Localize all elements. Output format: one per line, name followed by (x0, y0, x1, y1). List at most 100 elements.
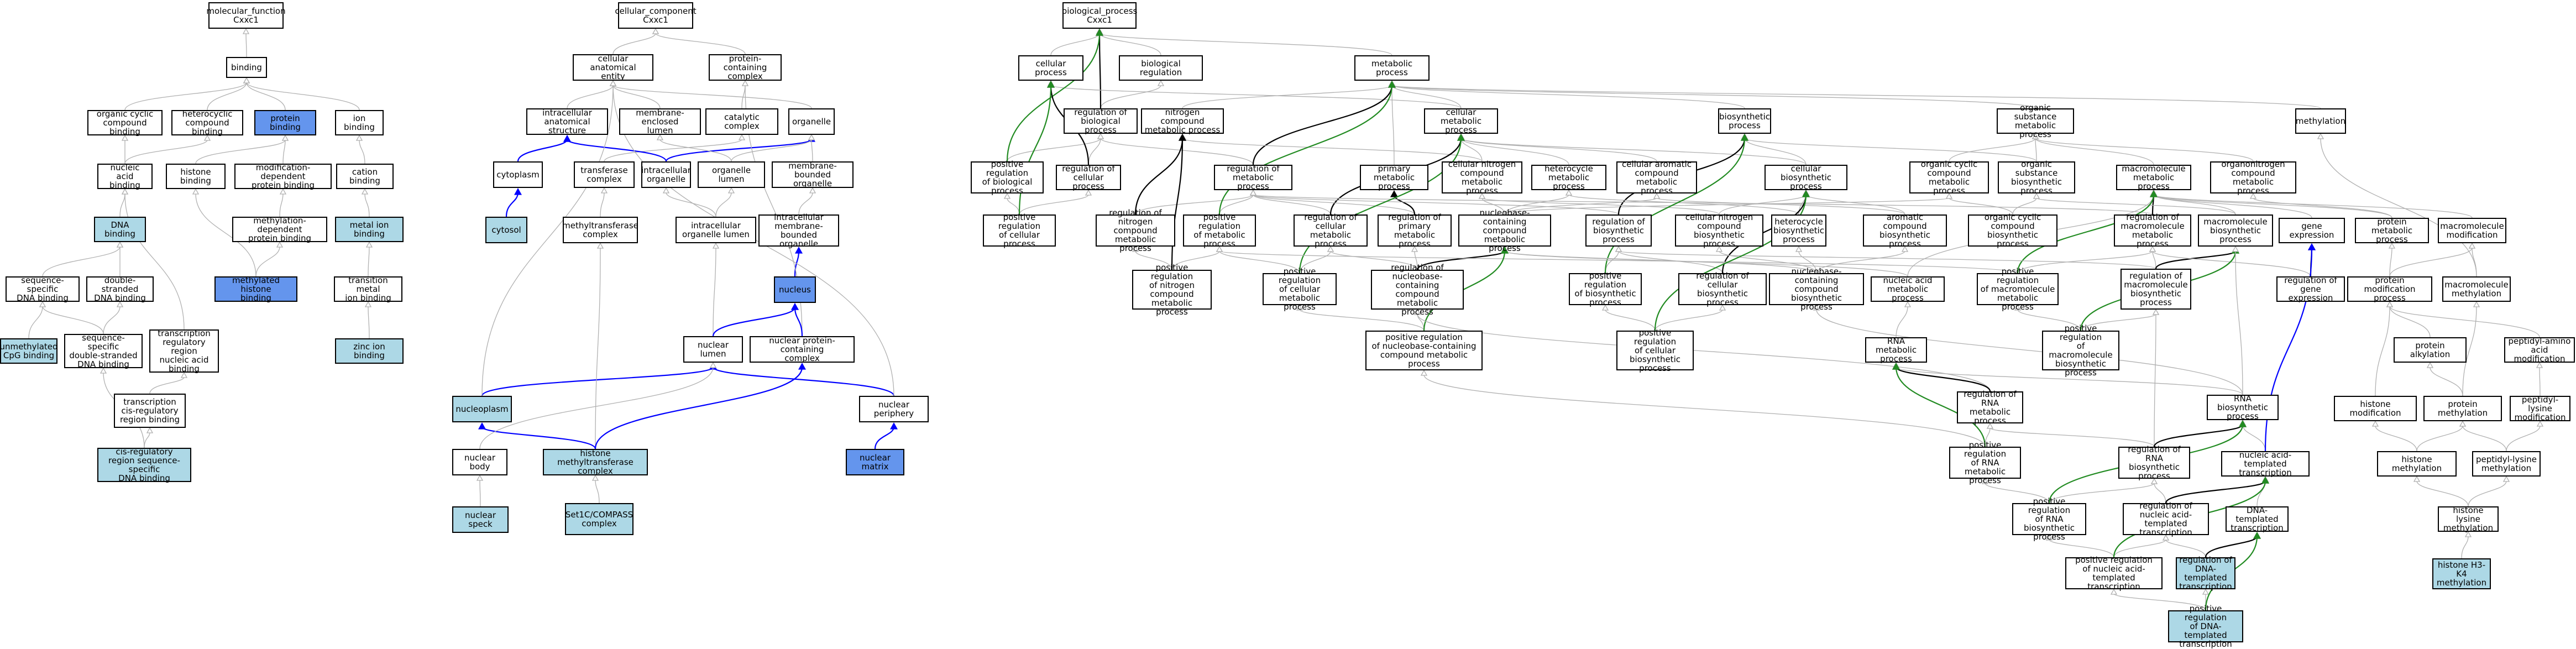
node-biological-process[interactable]: biological_process Cxxc1 (1062, 2, 1137, 29)
node-nucleic-acid-templated-transcription[interactable]: nucleic acid-templated transcription (2221, 451, 2310, 477)
node-dna-templated-transcription[interactable]: DNA-templated transcription (2226, 506, 2289, 532)
node-nitrogen-compound-metabolic-process[interactable]: nitrogen compound metabolic process (1141, 108, 1224, 134)
node-regulation-of-biological-process[interactable]: regulation of biological process (1064, 108, 1138, 134)
node-transcription-cis-regulatory-region-binding[interactable]: transcription cis-regulatory region bind… (114, 394, 186, 428)
node-cellular-nitrogen-compound-biosynthetic-process[interactable]: cellular nitrogen compound biosynthetic … (1675, 213, 1763, 248)
node-molecular-function[interactable]: molecular_function Cxxc1 (206, 2, 286, 29)
node-organic-substance-biosynthetic-process[interactable]: organic substance biosynthetic process (1998, 160, 2075, 195)
node-organic-substance-metabolic-process[interactable]: organic substance metabolic process (1997, 103, 2074, 139)
node-cellular-metabolic-process[interactable]: cellular metabolic process (1424, 108, 1498, 134)
node-nucleoplasm[interactable]: nucleoplasm (452, 396, 512, 422)
node-positive-regulation-of-rna-biosynthetic-process[interactable]: positive regulation of RNA biosynthetic … (2012, 497, 2086, 541)
node-intracellular-anatomical-structure[interactable]: intracellular anatomical structure (526, 108, 608, 135)
node-rna-metabolic-process[interactable]: RNA metabolic process (1865, 337, 1927, 363)
node-nuclear-body[interactable]: nuclear body (452, 449, 507, 475)
node-cellular-biosynthetic-process[interactable]: cellular biosynthetic process (1765, 164, 1847, 191)
node-nuclear-lumen[interactable]: nuclear lumen (683, 336, 743, 363)
node-regulation-of-cellular-biosynthetic-process[interactable]: regulation of cellular biosynthetic proc… (1678, 271, 1767, 307)
node-regulation-of-macromolecule-biosynthetic-process[interactable]: regulation of macromolecule biosynthetic… (2121, 269, 2191, 310)
node-nuclear-protein-containing-complex[interactable]: nuclear protein-containing complex (750, 336, 855, 363)
node-macromolecule-methylation[interactable]: macromolecule methylation (2442, 276, 2511, 302)
node-regulation-of-cellular-process[interactable]: regulation of cellular process (1056, 164, 1121, 191)
node-macromolecule-modification[interactable]: macromolecule modification (2438, 218, 2506, 243)
node-organic-cyclic-compound-biosynthetic-process[interactable]: organic cyclic compound biosynthetic pro… (1968, 213, 2057, 248)
node-cation-binding[interactable]: cation binding (336, 164, 394, 189)
node-intracellular-membrane-bounded-organelle[interactable]: intracellular membrane-bounded organelle (758, 213, 839, 248)
node-regulation-of-nitrogen-compound-metabolic-process[interactable]: regulation of nitrogen compound metaboli… (1096, 208, 1175, 253)
node-regulation-of-nucleic-acid-templated-transcription[interactable]: regulation of nucleic acid-templated tra… (2123, 501, 2209, 537)
node-histone-lysine-methylation[interactable]: histone lysine methylation (2438, 506, 2499, 532)
node-sequence-specific-dna-binding[interactable]: sequence-specific DNA binding (6, 276, 80, 302)
node-nucleobase-containing-compound-biosynthetic-process[interactable]: nucleobase-containing compound biosynthe… (1769, 267, 1864, 311)
node-histone-binding[interactable]: histone binding (166, 164, 226, 189)
node-membrane-enclosed-lumen[interactable]: membrane-enclosed lumen (619, 108, 701, 135)
node-rna-biosynthetic-process[interactable]: RNA biosynthetic process (2207, 394, 2279, 421)
node-biological-regulation[interactable]: biological regulation (1119, 55, 1203, 81)
node-cellular-aromatic-compound-metabolic-process[interactable]: cellular aromatic compound metabolic pro… (1616, 160, 1697, 195)
node-nuclear-speck[interactable]: nuclear speck (452, 506, 509, 533)
node-primary-metabolic-process[interactable]: primary metabolic process (1360, 164, 1428, 191)
node-regulation-of-gene-expression[interactable]: regulation of gene expression (2276, 276, 2345, 302)
node-protein-alkylation[interactable]: protein alkylation (2394, 337, 2467, 363)
node-metal-ion-binding[interactable]: metal ion binding (335, 217, 404, 242)
node-peptidyl-amino-acid-modification[interactable]: peptidyl-amino acid modification (2504, 337, 2575, 363)
node-positive-regulation-of-biosynthetic-process[interactable]: positive regulation of biosynthetic proc… (1569, 271, 1642, 307)
node-regulation-of-cellular-metabolic-process[interactable]: regulation of cellular metabolic process (1294, 213, 1368, 248)
node-nucleobase-containing-compound-metabolic-process[interactable]: nucleobase-containing compound metabolic… (1458, 208, 1551, 253)
node-methylation-dependent-protein-binding[interactable]: methylation-dependent protein binding (232, 216, 327, 243)
node-cellular-process[interactable]: cellular process (1018, 55, 1083, 81)
node-regulation-of-metabolic-process[interactable]: regulation of metabolic process (1214, 164, 1292, 191)
node-protein-methylation[interactable]: protein methylation (2423, 396, 2502, 421)
node-cellular-anatomical-entity[interactable]: cellular anatomical entity (573, 54, 653, 81)
node-catalytic-complex[interactable]: catalytic complex (705, 108, 778, 135)
node-histone-methylation[interactable]: histone methylation (2377, 451, 2457, 477)
node-gene-expression[interactable]: gene expression (2279, 218, 2345, 243)
node-nucleic-acid-binding[interactable]: nucleic acid binding (97, 163, 153, 190)
node-protein-binding[interactable]: protein binding (254, 110, 316, 135)
node-positive-regulation-of-macromolecule-metabolic-process[interactable]: positive regulation of macromolecule met… (1977, 267, 2059, 311)
node-positive-regulation-of-rna-metabolic-process[interactable]: positive regulation of RNA metabolic pro… (1949, 441, 2021, 485)
node-cellular-nitrogen-compound-metabolic-process[interactable]: cellular nitrogen compound metabolic pro… (1442, 160, 1522, 195)
node-peptidyl-lysine-methylation[interactable]: peptidyl-lysine methylation (2472, 451, 2541, 477)
node-sequence-specific-double-stranded-dna-binding[interactable]: sequence-specific double-stranded DNA bi… (64, 333, 143, 369)
node-double-stranded-dna-binding[interactable]: double-stranded DNA binding (86, 276, 154, 302)
node-heterocyclic-compound-binding[interactable]: heterocyclic compound binding (171, 109, 243, 136)
node-zinc-ion-binding[interactable]: zinc ion binding (335, 338, 404, 364)
node-modification-dependent-protein-binding[interactable]: modification-dependent protein binding (234, 163, 332, 190)
node-nucleus[interactable]: nucleus (774, 276, 816, 303)
node-heterocycle-metabolic-process[interactable]: heterocycle metabolic process (1531, 164, 1606, 191)
node-membrane-bounded-organelle[interactable]: membrane-bounded organelle (772, 161, 854, 188)
node-macromolecule-metabolic-process[interactable]: macromolecule metabolic process (2116, 164, 2191, 191)
node-unmethylated-cpg-binding[interactable]: unmethylated CpG binding (0, 338, 58, 364)
node-organonitrogen-compound-metabolic-process[interactable]: organonitrogen compound metabolic proces… (2210, 160, 2296, 195)
node-transferase-complex[interactable]: transferase complex (574, 161, 635, 188)
node-nuclear-matrix[interactable]: nuclear matrix (846, 449, 904, 475)
node-positive-regulation-of-nucleic-acid-templated-transcription[interactable]: positive regulation of nucleic acid-temp… (2065, 556, 2163, 591)
node-methyltransferase-complex[interactable]: methyltransferase complex (562, 217, 638, 243)
node-regulation-of-dna-templated-transcription[interactable]: regulation of DNA-templated transcriptio… (2176, 556, 2235, 591)
node-heterocycle-biosynthetic-process[interactable]: heterocycle biosynthetic process (1771, 214, 1826, 247)
node-positive-regulation-of-dna-templated-transcription[interactable]: positive regulation of DNA-templated tra… (2168, 604, 2243, 648)
node-regulation-of-rna-biosynthetic-process[interactable]: regulation of RNA biosynthetic process (2118, 445, 2190, 480)
node-cellular-component[interactable]: cellular_component Cxxc1 (615, 2, 697, 29)
node-positive-regulation-of-macromolecule-biosynthetic-process[interactable]: positive regulation of macromolecule bio… (2042, 324, 2119, 377)
node-positive-regulation-of-biological-process[interactable]: positive regulation of biological proces… (971, 160, 1044, 195)
node-positive-regulation-of-cellular-biosynthetic-process[interactable]: positive regulation of cellular biosynth… (1616, 328, 1694, 373)
node-intracellular-organelle[interactable]: intracellular organelle (641, 161, 691, 188)
node-positive-regulation-of-metabolic-process[interactable]: positive regulation of metabolic process (1183, 213, 1256, 248)
node-organelle[interactable]: organelle (788, 108, 835, 135)
node-cytoplasm[interactable]: cytoplasm (493, 161, 543, 188)
node-intracellular-organelle-lumen[interactable]: intracellular organelle lumen (676, 217, 756, 243)
node-organelle-lumen[interactable]: organelle lumen (698, 161, 765, 188)
node-protein-containing-complex[interactable]: protein-containing complex (709, 54, 782, 81)
node-positive-regulation-of-cellular-process[interactable]: positive regulation of cellular process (983, 213, 1056, 248)
node-regulation-of-primary-metabolic-process[interactable]: regulation of primary metabolic process (1378, 213, 1452, 248)
node-aromatic-compound-biosynthetic-process[interactable]: aromatic compound biosynthetic process (1863, 213, 1947, 248)
node-cis-regulatory-region-sequence-specific-dna-binding[interactable]: cis-regulatory region sequence-specific … (97, 447, 191, 483)
node-histone-h3-k4-methylation[interactable]: histone H3-K4 methylation (2432, 558, 2491, 589)
node-binding[interactable]: binding (226, 57, 267, 78)
node-transcription-regulatory-region-binding[interactable]: transcription regulatory region nucleic … (149, 329, 219, 373)
node-organic-cyclic-compound-metabolic-process[interactable]: organic cyclic compound metabolic proces… (1909, 160, 1989, 195)
node-organic-cyclic-compound-binding[interactable]: organic cyclic compound binding (87, 109, 163, 136)
node-dna-binding[interactable]: DNA binding (94, 217, 146, 242)
